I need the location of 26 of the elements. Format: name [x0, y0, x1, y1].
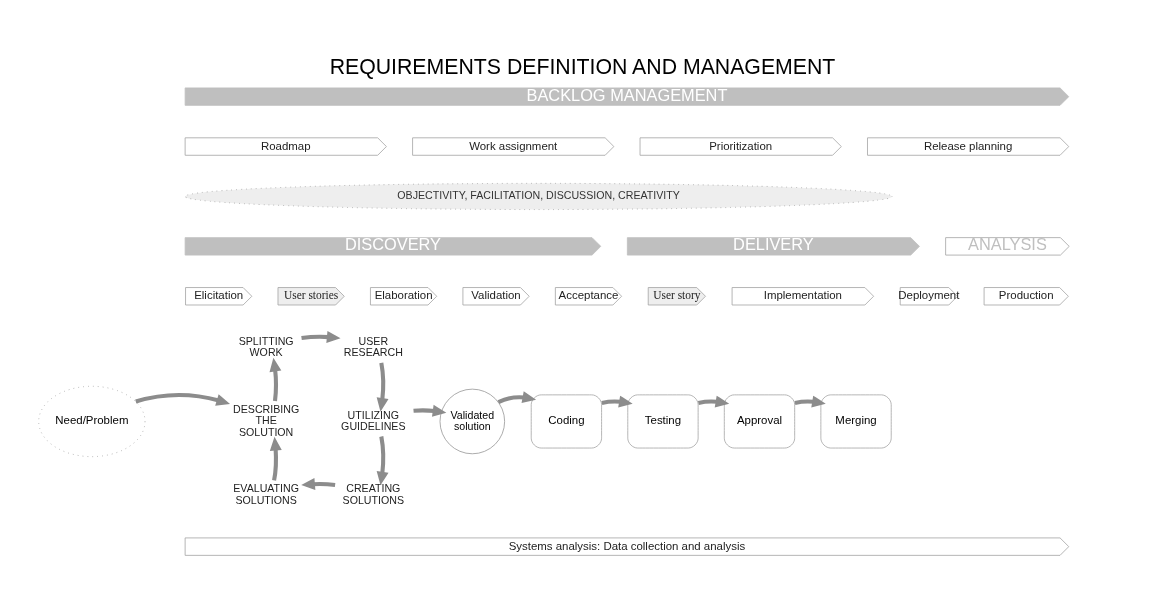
diagram-title: REQUIREMENTS DEFINITION AND MANAGEMENT: [329, 54, 836, 79]
node-text: SPLITTING WORK: [238, 334, 294, 359]
node-box: Coding: [530, 394, 602, 449]
node-text: CREATING SOLUTIONS: [342, 482, 405, 506]
arrow: [269, 357, 282, 402]
node-ellipse: Need/Problem: [38, 385, 146, 458]
node-ellipse: OBJECTIVITY, FACILITATION, DISCUSSION, CREATIVITY: [184, 182, 893, 210]
arrow: [269, 436, 282, 481]
arrow: [794, 395, 826, 408]
arrow: [376, 362, 389, 412]
node-text: EVALUATING SOLUTIONS: [233, 482, 299, 506]
node-text: DESCRIBING THE SOLUTION: [233, 402, 300, 438]
node-box: Approval: [723, 394, 796, 449]
arrow: [135, 393, 230, 406]
node-box: Testing: [627, 394, 699, 449]
node-box: Merging: [820, 394, 892, 449]
arrow: [601, 395, 633, 408]
arrow: [376, 436, 389, 486]
arrow: [301, 330, 341, 343]
node-text: UTILIZING GUIDELINES: [341, 408, 406, 432]
arrow: [413, 404, 447, 417]
node-text: USER RESEARCH: [343, 334, 403, 359]
arrow: [497, 391, 537, 404]
arrow: [698, 395, 730, 408]
arrow: [301, 478, 336, 491]
node-circle: Validated solution: [439, 388, 506, 455]
